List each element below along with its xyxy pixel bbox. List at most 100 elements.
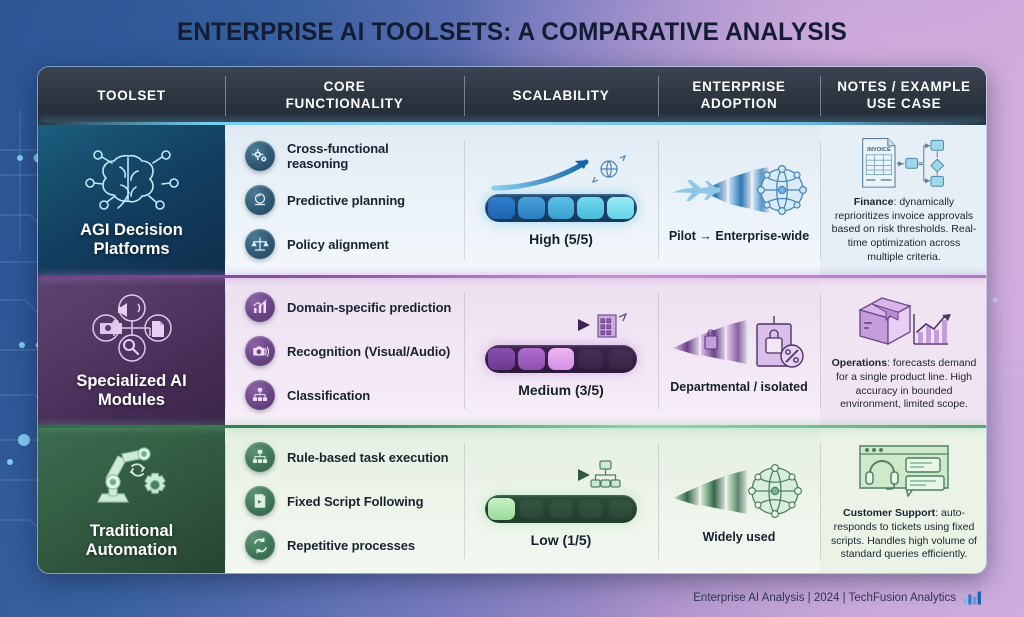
scalability-bar (485, 193, 637, 222)
column-header-scalability: SCALABILITY (464, 67, 658, 125)
feature-item: Cross-functional reasoning (245, 141, 452, 171)
adoption-label: Pilot → Enterprise-wide (668, 229, 810, 243)
hierarchy-icon (245, 442, 275, 472)
core-functionality-cell: Cross-functional reasoning Predictive pl… (225, 125, 464, 275)
feature-item: Classification (245, 380, 452, 410)
table-row: Specialized AI Modules Domain-specific p… (38, 275, 986, 425)
crystal-ball-icon (245, 185, 275, 215)
notes-text: Finance: dynamically reprioritizes invoi… (829, 196, 979, 265)
column-header-toolset: TOOLSET (38, 67, 225, 125)
bar-segment (547, 196, 575, 219)
refresh-loop-icon (245, 530, 275, 560)
invoice-flowchart-icon: INVOICE (862, 138, 945, 188)
feature-label: Fixed Script Following (287, 493, 424, 509)
scalability-label: High (5/5) (529, 230, 593, 247)
feature-item: Repetitive processes (245, 530, 452, 560)
feature-label: Cross-functional reasoning (287, 141, 389, 171)
bar-segment (547, 497, 575, 520)
arrow-building-icon (497, 312, 628, 338)
feature-item: Domain-specific prediction (245, 292, 452, 322)
headset-chat-icon (859, 445, 949, 498)
bar-segment (577, 497, 605, 520)
toolset-name: Specialized AI Modules (76, 371, 187, 409)
gears-icon (245, 141, 275, 171)
bar-segment (607, 497, 634, 520)
enterprise-adoption-cell: Widely used (658, 427, 820, 573)
bar-segment (517, 347, 545, 370)
notes-cell: INVOICE (820, 125, 986, 275)
bar-segment (488, 196, 515, 219)
notes-body: : forecasts demand for a single product … (836, 356, 977, 411)
feature-item: Rule-based task execution (245, 442, 452, 472)
table-row: AGI Decision Platforms Cross-functional … (38, 125, 986, 275)
scales-icon (245, 229, 275, 259)
column-header-label: ENTERPRISE ADOPTION (692, 79, 786, 111)
hierarchy-icon (245, 380, 275, 410)
notes-text: Customer Support: auto-responds to ticke… (829, 507, 979, 562)
airplane-globe-network-icon (673, 165, 808, 215)
scalability-label: Medium (3/5) (518, 381, 604, 398)
script-icon (245, 486, 275, 516)
feature-item: Predictive planning (245, 185, 452, 215)
column-header-core-functionality: CORE FUNCTIONALITY (225, 67, 464, 125)
toolset-cell: AGI Decision Platforms (38, 125, 225, 275)
feature-label: Policy alignment (287, 236, 389, 252)
scalability-cell: High (5/5) (464, 125, 658, 275)
bar-segment (577, 196, 605, 219)
camera-audio-icon (245, 336, 275, 366)
feature-label: Domain-specific prediction (287, 299, 452, 315)
notes-text: Operations: forecasts demand for a singl… (829, 357, 979, 412)
invoice-doc-label: INVOICE (867, 147, 891, 153)
feature-label: Classification (287, 387, 371, 403)
feature-label: Rule-based task execution (287, 449, 449, 465)
globe-network-icon (673, 463, 803, 518)
scalability-bar (485, 344, 637, 373)
bar-segment (577, 347, 605, 370)
notes-body: : auto-responds to tickets using fixed s… (831, 506, 977, 561)
bar-segment (517, 497, 545, 520)
feature-label: Repetitive processes (287, 537, 416, 553)
column-header-label: TOOLSET (97, 87, 166, 103)
scalability-cell: Low (1/5) (464, 427, 658, 573)
column-header-notes-use-case: NOTES / EXAMPLE USE CASE (820, 67, 986, 125)
table-header-row: TOOLSET CORE FUNCTIONALITY SCALABILITY E… (38, 67, 986, 125)
rising-arrow-globe-icon (491, 154, 627, 190)
footer: Enterprise AI Analysis | 2024 | TechFusi… (693, 590, 982, 605)
core-functionality-cell: Domain-specific prediction Recognition (… (225, 277, 464, 425)
adoption-label: Departmental / isolated (670, 380, 808, 394)
brain-network-icon (84, 150, 179, 210)
scalability-cell: Medium (3/5) (464, 277, 658, 425)
toolset-name: AGI Decision Platforms (80, 220, 183, 258)
column-header-label: NOTES / EXAMPLE USE CASE (837, 79, 971, 111)
feature-label: Recognition (Visual/Audio) (287, 343, 451, 359)
notes-lead: Finance (853, 195, 894, 208)
feature-label: Predictive planning (287, 192, 406, 208)
bar-chart-icon (245, 292, 275, 322)
toolset-cell: Traditional Automation (38, 427, 225, 573)
notes-cell: Operations: forecasts demand for a singl… (820, 277, 986, 425)
core-functionality-cell: Rule-based task execution Fixed Script F… (225, 427, 464, 573)
notes-lead: Operations (831, 356, 888, 369)
toolset-cell: Specialized AI Modules (38, 277, 225, 425)
bar-segment (547, 347, 575, 370)
bar-chart-icon (963, 591, 981, 605)
adoption-label: Widely used (702, 530, 776, 544)
footer-text: Enterprise AI Analysis | 2024 | TechFusi… (693, 591, 956, 604)
arrow-sitemap-icon (497, 459, 621, 488)
robot-arm-gear-icon (96, 447, 166, 503)
multimodal-modules-icon (91, 294, 172, 362)
enterprise-adoption-cell: Pilot → Enterprise-wide (658, 125, 820, 275)
bar-segment (517, 196, 545, 219)
bar-segment (607, 196, 634, 219)
feature-item: Fixed Script Following (245, 486, 452, 516)
notes-lead: Customer Support (843, 506, 936, 519)
feature-item: Policy alignment (245, 229, 452, 259)
row-divider (38, 425, 986, 428)
column-header-label: CORE FUNCTIONALITY (285, 79, 404, 111)
column-header-enterprise-adoption: ENTERPRISE ADOPTION (658, 67, 820, 125)
feature-item: Recognition (Visual/Audio) (245, 336, 452, 366)
notes-body: : dynamically reprioritizes invoice appr… (831, 195, 977, 264)
notes-cell: Customer Support: auto-responds to ticke… (820, 427, 986, 573)
column-header-label: SCALABILITY (512, 87, 610, 103)
bar-segment (607, 347, 634, 370)
